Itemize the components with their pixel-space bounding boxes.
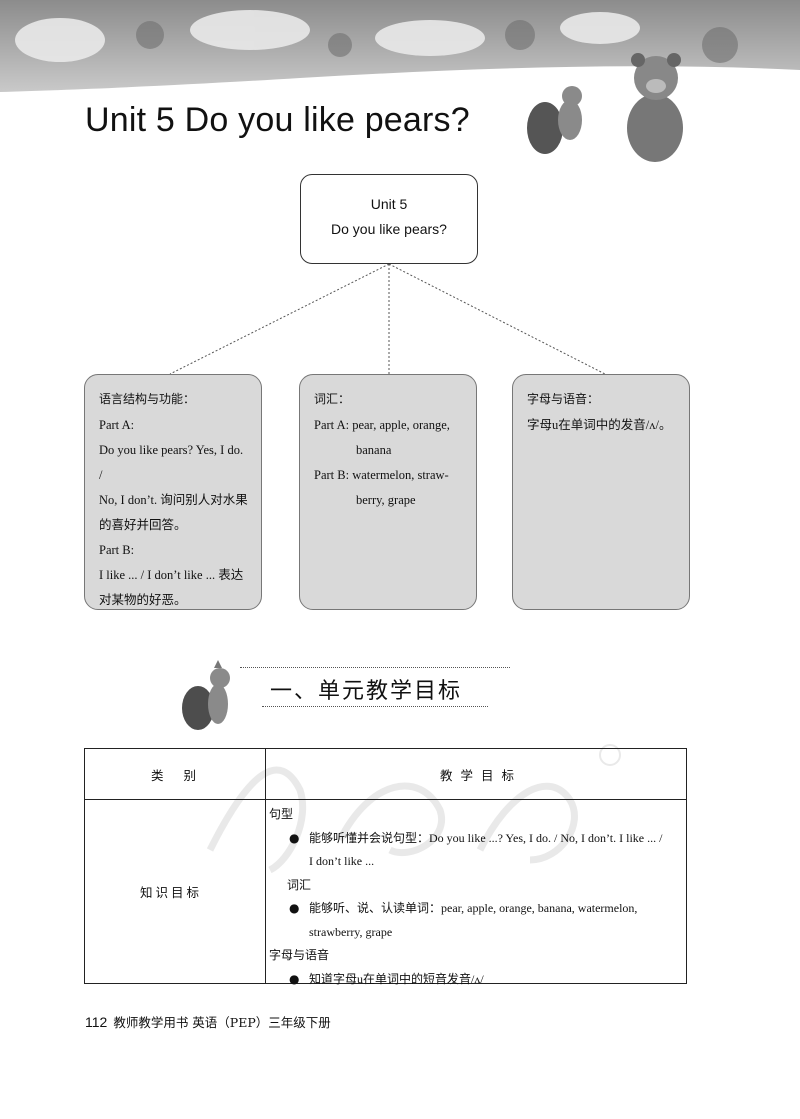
structure-part-a-line: 的喜好并回答。 bbox=[99, 518, 187, 532]
section-rule-top bbox=[240, 667, 510, 668]
root-unit-question: Do you like pears? bbox=[331, 221, 447, 237]
squirrel-icon bbox=[182, 660, 230, 730]
structure-function-box: 语言结构与功能： Part A: Do you like pears? Yes,… bbox=[84, 374, 262, 610]
category-knowledge-goals: 知识目标 bbox=[140, 885, 203, 900]
structure-part-b-line: I like ... / I don’t like ... 表达 bbox=[99, 568, 244, 582]
bullet-icon: ● bbox=[289, 971, 300, 986]
vocab-heading: 词汇： bbox=[314, 392, 351, 406]
vocab-part-a-line: Part A: pear, apple, orange, bbox=[314, 418, 450, 432]
vocabulary-box: 词汇： Part A: pear, apple, orange, banana … bbox=[299, 374, 477, 610]
goals-cell: 句型 ● 能够听懂并会说句型：Do you like ...? Yes, I d… bbox=[269, 803, 685, 991]
vocab-part-a-line: banana bbox=[356, 443, 392, 457]
vocab-part-b-line: berry, grape bbox=[356, 493, 416, 507]
vocab-part-b-line: Part B: watermelon, straw- bbox=[314, 468, 449, 482]
squirrel-icon bbox=[527, 86, 582, 154]
teaching-goals-table: 类 别 教学目标 知识目标 句型 ● 能够听懂并会说句型：Do you like… bbox=[84, 748, 687, 986]
structure-part-a-label: Part A: bbox=[99, 418, 135, 432]
phonics-line: 字母u在单词中的发音/ʌ/。 bbox=[527, 418, 672, 432]
phonics-heading: 字母与语音： bbox=[527, 392, 600, 406]
table-header-row bbox=[85, 749, 686, 800]
phonics-box: 字母与语音： 字母u在单词中的发音/ʌ/。 bbox=[512, 374, 690, 610]
table-column-divider bbox=[265, 749, 266, 983]
structure-part-a-line: Do you like pears? Yes, I do. / bbox=[99, 443, 244, 482]
page-title: Unit 5 Do you like pears? bbox=[85, 101, 470, 139]
goal-group-heading: 词汇 bbox=[287, 877, 312, 892]
goal-group-heading: 句型 bbox=[269, 807, 294, 821]
structure-heading: 语言结构与功能： bbox=[99, 392, 196, 406]
page-footer: 112 教师教学用书 英语（PEP）三年级下册 bbox=[85, 1012, 331, 1031]
structure-part-b-label: Part B: bbox=[99, 543, 135, 557]
header-banner-illustration bbox=[0, 0, 800, 162]
structure-part-a-line: No, I don’t. 询问别人对水果 bbox=[99, 493, 248, 507]
bullet-icon: ● bbox=[289, 830, 300, 845]
section-rule-bottom bbox=[262, 706, 488, 707]
goal-item-text: 知道字母u在单词中的短音发音/ʌ/ bbox=[309, 971, 484, 986]
header-goals: 教学目标 bbox=[440, 768, 523, 783]
diagram-root-node: Unit 5 Do you like pears? bbox=[300, 174, 478, 264]
goal-item: ● 能够听懂并会说句型：Do you like ...? Yes, I do. … bbox=[269, 827, 685, 851]
page-number: 112 bbox=[85, 1014, 108, 1030]
bear-icon bbox=[627, 53, 683, 162]
bullet-icon: ● bbox=[289, 901, 300, 915]
section-title: 一、单元教学目标 bbox=[270, 679, 463, 704]
goal-item-continuation: strawberry, grape bbox=[309, 924, 393, 939]
structure-part-b-line: 对某物的好恶。 bbox=[99, 593, 187, 607]
goal-item: ● 能够听、说、认读单词：pear, apple, orange, banana… bbox=[269, 897, 685, 921]
book-title: 教师教学用书 英语（PEP）三年级下册 bbox=[113, 1015, 331, 1030]
goal-item-continuation: I don’t like ... bbox=[309, 854, 375, 868]
goal-item-text: 能够听、说、认读单词：pear, apple, orange, banana, … bbox=[309, 901, 638, 915]
root-unit-label: Unit 5 bbox=[370, 196, 408, 212]
goal-item-text: 能够听懂并会说句型：Do you like ...? Yes, I do. / … bbox=[309, 830, 663, 845]
goal-item: ● 知道字母u在单词中的短音发音/ʌ/ bbox=[269, 968, 685, 992]
goal-group-heading: 字母与语音 bbox=[269, 948, 330, 962]
header-category: 类 别 bbox=[151, 768, 204, 783]
